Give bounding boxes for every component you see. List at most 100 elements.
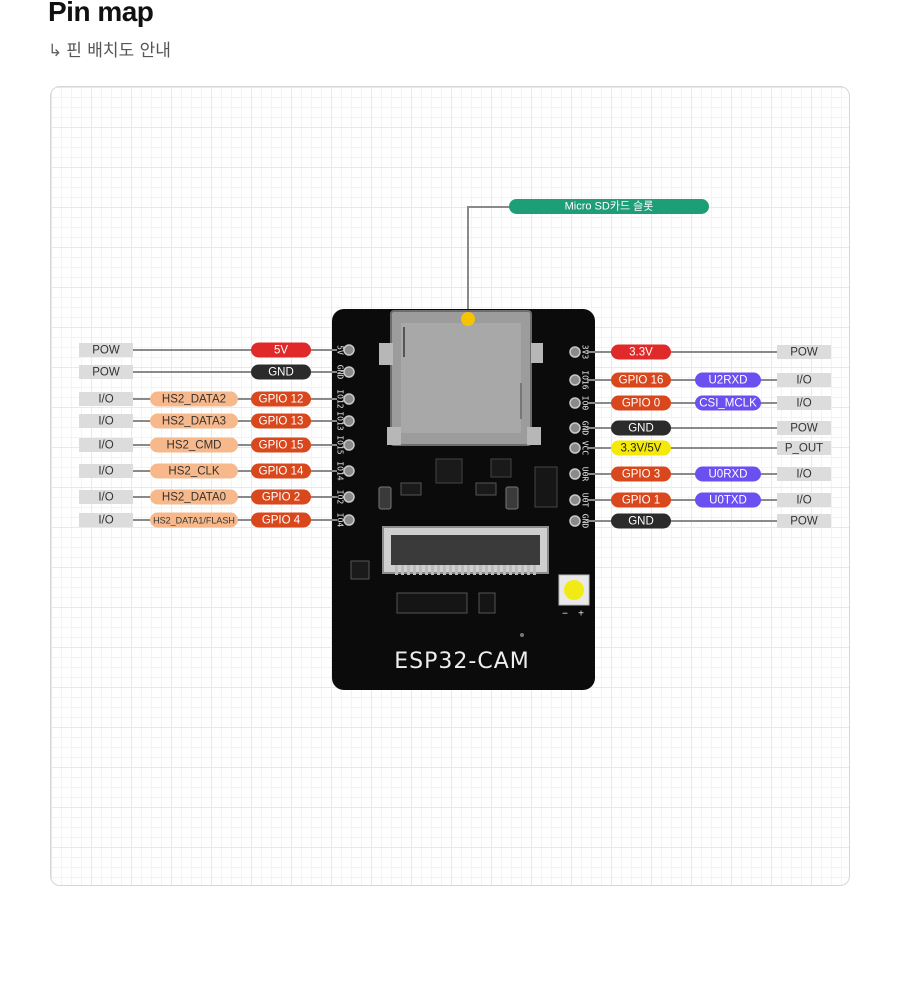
left-type-6-label: I/O — [98, 492, 113, 504]
left-type-0-label: POW — [92, 345, 120, 357]
left-type-1: POW — [79, 365, 133, 379]
sd-card-slot — [379, 310, 543, 446]
right-pin-4: 3.3V/5V — [611, 440, 671, 456]
led-plus-label: + — [578, 609, 584, 620]
left-type-3: I/O — [79, 414, 133, 428]
left-alt-3: HS2_DATA3 — [150, 413, 238, 429]
right-alt-5: U0RXD — [695, 466, 761, 482]
led-minus-label: − — [562, 609, 568, 620]
right-type-0-label: POW — [790, 347, 818, 359]
right-type-1: I/O — [777, 373, 831, 387]
left-alt-2-label: HS2_DATA2 — [162, 394, 226, 406]
camera-fpc-connector — [382, 526, 549, 575]
right-header-hole — [569, 515, 581, 527]
left-type-0: POW — [79, 343, 133, 357]
right-pin-7: GND — [611, 513, 671, 529]
left-alt-2: HS2_DATA2 — [150, 391, 238, 407]
sd-label: Micro SD카드 슬롯 — [565, 200, 654, 213]
left-silk-label: 5V — [336, 345, 345, 355]
left-type-1-label: POW — [92, 367, 120, 379]
left-alt-4-label: HS2_CMD — [167, 440, 222, 452]
left-header-hole — [343, 465, 355, 477]
right-pin-1: GPIO 16 — [611, 372, 671, 388]
left-pin-3: GPIO 13 — [251, 413, 311, 429]
right-header-hole — [569, 442, 581, 454]
right-header-hole — [569, 397, 581, 409]
left-header-hole — [343, 514, 355, 526]
left-pin-0-label: 5V — [274, 345, 288, 357]
right-type-7: POW — [777, 514, 831, 528]
left-silk-label: IO14 — [336, 461, 345, 480]
left-header-hole — [343, 439, 355, 451]
page-title: Pin map — [48, 0, 154, 27]
right-type-0: POW — [777, 345, 831, 359]
right-type-3: POW — [777, 421, 831, 435]
left-silk-label: GND — [336, 365, 345, 380]
left-alt-4: HS2_CMD — [150, 437, 238, 453]
left-pin-0: 5V — [251, 342, 311, 358]
right-header-hole — [569, 374, 581, 386]
left-alt-6: HS2_DATA0 — [150, 489, 238, 505]
left-type-3-label: I/O — [98, 416, 113, 428]
sd-slot-callout: Micro SD카드 슬롯 — [467, 199, 709, 319]
right-header-hole — [569, 468, 581, 480]
left-pin-7-label: GPIO 4 — [262, 515, 301, 527]
left-alt-3-label: HS2_DATA3 — [162, 416, 226, 428]
left-type-4: I/O — [79, 438, 133, 452]
right-type-5: I/O — [777, 467, 831, 481]
left-type-6: I/O — [79, 490, 133, 504]
left-pin-1: GND — [251, 364, 311, 380]
right-silk-label: 3V3 — [581, 345, 590, 360]
left-pin-labels: POW 5V POW GND I/O HS2_DATA2 GPIO 12 I/O HS2_DAT… — [79, 342, 337, 528]
right-type-1-label: I/O — [796, 375, 811, 387]
right-pin-3: GND — [611, 420, 671, 436]
right-alt-2: CSI_MCLK — [695, 395, 761, 411]
left-type-4-label: I/O — [98, 440, 113, 452]
left-pin-3-label: GPIO 13 — [259, 416, 304, 428]
right-silk-label: U0R — [581, 467, 590, 482]
right-alt-5-label: U0RXD — [709, 469, 748, 481]
right-type-4: P_OUT — [777, 441, 831, 455]
right-silk-label: GND — [581, 421, 590, 436]
right-pin-3-label: GND — [628, 423, 654, 435]
right-type-7-label: POW — [790, 516, 818, 528]
left-type-2-label: I/O — [98, 394, 113, 406]
right-silk-label: U0T — [581, 493, 590, 508]
left-pin-5: GPIO 14 — [251, 463, 311, 479]
left-silk-label: IO2 — [336, 490, 345, 505]
left-alt-7-label: HS2_DATA1/FLASH — [153, 516, 235, 526]
esp32-cam-board: 5VGNDIO12IO13IO15IO14IO2IO43V3IO16IO0GND… — [332, 309, 595, 690]
board-name: ESP32-CAM — [394, 649, 529, 674]
right-pin-6-label: GPIO 1 — [622, 495, 660, 507]
right-silk-label: IO0 — [581, 396, 590, 411]
right-pin-0-label: 3.3V — [629, 347, 653, 359]
left-pin-2: GPIO 12 — [251, 391, 311, 407]
right-pin-5-label: GPIO 3 — [622, 469, 660, 481]
left-pin-4-label: GPIO 15 — [259, 440, 304, 452]
right-alt-1: U2RXD — [695, 372, 761, 388]
left-pin-6-label: GPIO 2 — [262, 492, 300, 504]
subtitle-arrow-icon: ↳ — [48, 41, 63, 61]
right-type-6: I/O — [777, 493, 831, 507]
left-pin-5-label: GPIO 14 — [259, 466, 304, 478]
left-pin-1-label: GND — [268, 367, 294, 379]
right-silk-label: IO16 — [581, 370, 590, 389]
right-alt-6: U0TXD — [695, 492, 761, 508]
left-type-2: I/O — [79, 392, 133, 406]
left-header-hole — [343, 366, 355, 378]
right-type-4-label: P_OUT — [785, 443, 823, 455]
left-alt-5-label: HS2_CLK — [168, 466, 219, 478]
right-type-6-label: I/O — [796, 495, 811, 507]
right-alt-2-label: CSI_MCLK — [699, 398, 757, 410]
smd-components — [350, 458, 558, 614]
sd-slot-marker — [461, 312, 475, 326]
left-type-5-label: I/O — [98, 466, 113, 478]
left-header-hole — [343, 393, 355, 405]
left-silk-label: IO4 — [336, 513, 345, 528]
left-type-7-label: I/O — [98, 515, 113, 527]
right-pin-4-label: 3.3V/5V — [621, 443, 662, 455]
left-alt-7: HS2_DATA1/FLASH — [150, 512, 238, 528]
right-pin-2-label: GPIO 0 — [622, 398, 660, 410]
left-pin-6: GPIO 2 — [251, 489, 311, 505]
left-pin-4: GPIO 15 — [251, 437, 311, 453]
